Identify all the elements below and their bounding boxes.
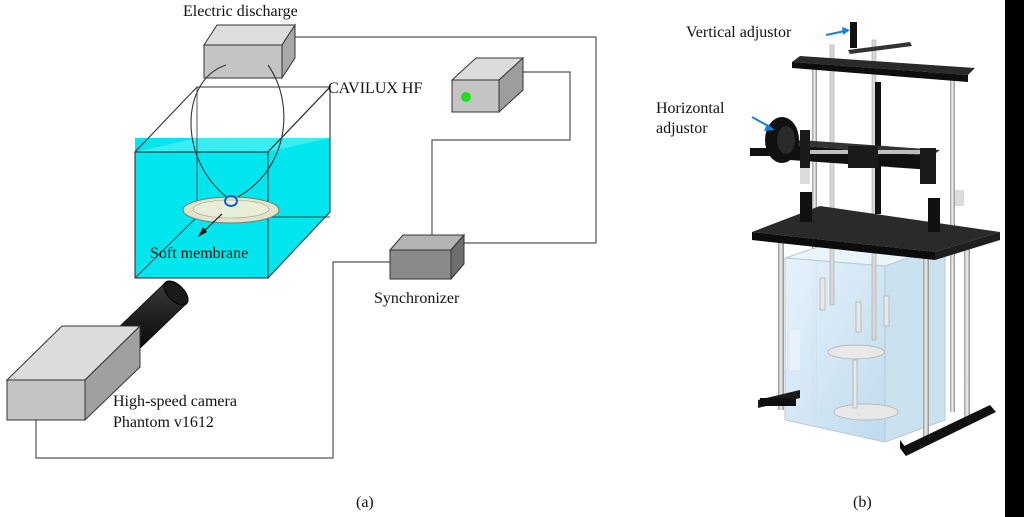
caption-a: (a): [356, 494, 374, 511]
wire-camera-sync: [35, 261, 392, 459]
cavilux-box: [450, 56, 525, 114]
glass-tank: [784, 237, 946, 443]
indicator-light-icon: [461, 92, 471, 102]
annotation-arrows: [751, 27, 850, 131]
caption-b: (b): [853, 494, 872, 511]
wires: [35, 36, 597, 459]
label-camera-name: Phantom v1612: [113, 414, 214, 431]
discharge-electrodes: [190, 64, 285, 199]
synchronizer-box: [388, 233, 466, 281]
edge-strip: [1005, 0, 1024, 517]
wire-discharge-sync: [292, 36, 597, 244]
horizontal-rail: [750, 117, 940, 184]
label-camera-model: High-speed camera: [113, 393, 237, 410]
vertical-adjustor-knob: [850, 22, 857, 48]
label-cavilux: CAVILUX HF: [328, 80, 422, 97]
label-synchronizer: Synchronizer: [374, 290, 460, 307]
panel-b: Vertical adjustor Horizontal adjustor (b…: [656, 22, 1000, 511]
label-horizontal: Horizontal: [656, 100, 725, 117]
soft-membrane: [182, 195, 280, 237]
wire-cavilux-sync: [431, 71, 571, 240]
label-electric-discharge: Electric discharge: [183, 3, 298, 20]
panel-a: Electric discharge CAVILUX HF Soft membr…: [5, 3, 597, 511]
electric-discharge-box: [203, 23, 296, 80]
high-speed-camera: [5, 280, 189, 422]
label-vertical-adjustor: Vertical adjustor: [686, 24, 792, 41]
label-soft-membrane: Soft membrane: [150, 245, 248, 262]
middle-frame: [752, 168, 1000, 260]
top-frame: [792, 22, 975, 82]
base-frame: [758, 390, 996, 456]
label-adjustor: adjustor: [656, 120, 708, 137]
